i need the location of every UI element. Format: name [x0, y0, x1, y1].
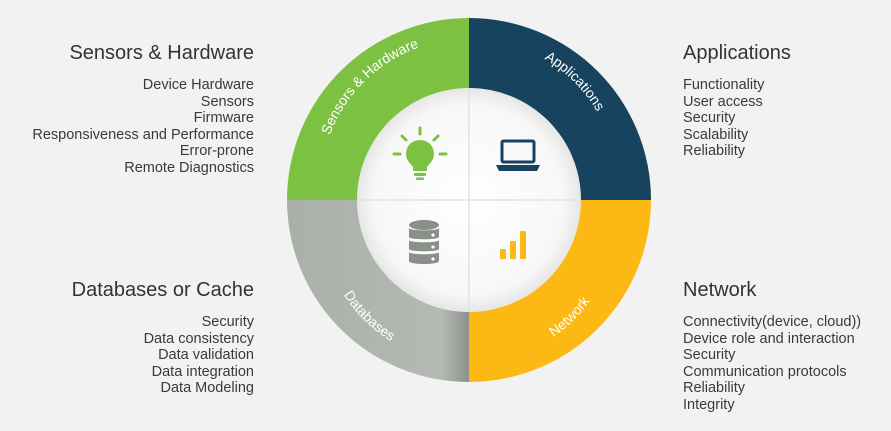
list-item: Scalability [683, 126, 749, 143]
panel-databases: Databases or Cache Security Data consist… [72, 278, 254, 397]
bar-chart-icon [500, 231, 526, 259]
list-item: Security [683, 110, 736, 126]
list-item: Device role and interaction [683, 330, 855, 347]
list-item: Integrity [683, 396, 735, 413]
list-item: Device Hardware [142, 77, 254, 93]
list-item: Reliability [683, 143, 746, 159]
panel-list: Security Data consistency Data validatio… [72, 314, 254, 397]
lightbulb-icon [392, 126, 448, 180]
list-item: Reliability [683, 380, 746, 396]
list-item: User access [683, 93, 763, 110]
list-item: Data integration [151, 363, 254, 380]
list-item: Security [201, 314, 254, 330]
list-item: Remote Diagnostics [124, 159, 254, 176]
panel-title: Applications [683, 42, 791, 64]
list-item: Sensors [200, 93, 254, 110]
panel-title: Databases or Cache [71, 279, 254, 301]
list-item: Error-prone [179, 143, 254, 159]
list-item: Security [683, 347, 736, 363]
panel-list: Functionality User access Security Scala… [683, 77, 791, 160]
panel-network: Network Connectivity(device, cloud)) Dev… [683, 278, 861, 413]
list-item: Firmware [193, 110, 254, 126]
list-item: Data Modeling [160, 380, 255, 396]
list-item: Data validation [158, 347, 254, 363]
panel-list: Connectivity(device, cloud)) Device role… [683, 314, 861, 413]
list-item: Functionality [683, 77, 765, 93]
laptop-icon [496, 139, 540, 171]
list-item: Responsiveness and Performance [32, 126, 254, 143]
panel-title: Sensors & Hardware [69, 42, 254, 64]
panel-list: Device Hardware Sensors Firmware Respons… [32, 77, 254, 176]
list-item: Data consistency [143, 330, 254, 347]
panel-title: Network [683, 279, 757, 301]
database-icon [409, 220, 439, 264]
panel-applications: Applications Functionality User access S… [683, 41, 791, 160]
list-item: Connectivity(device, cloud)) [683, 314, 862, 330]
list-item: Communication protocols [683, 363, 847, 380]
panel-sensors-hardware: Sensors & Hardware Device Hardware Senso… [32, 41, 254, 176]
